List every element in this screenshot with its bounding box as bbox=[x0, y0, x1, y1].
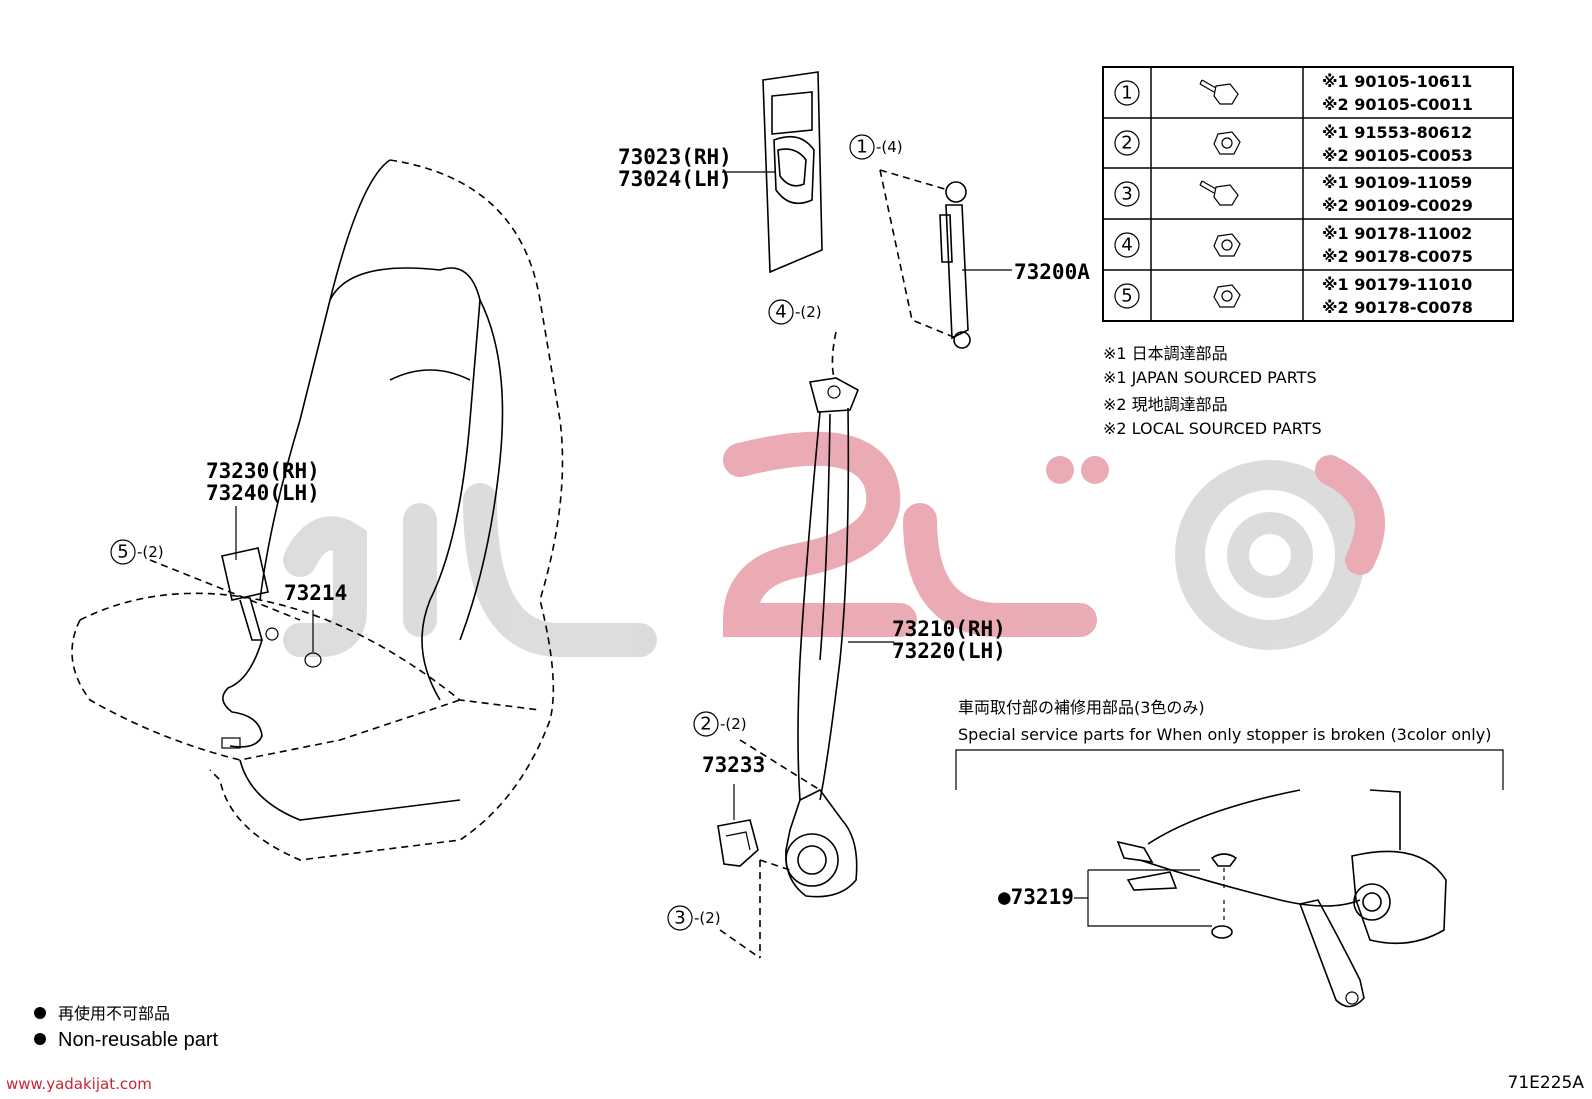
label-leaders bbox=[235, 171, 1012, 820]
bullet-icon bbox=[34, 1033, 46, 1045]
svg-text:※1 JAPAN SOURCED PARTS: ※1 JAPAN SOURCED PARTS bbox=[1103, 368, 1317, 387]
svg-text:5: 5 bbox=[1121, 286, 1132, 307]
label-73240: 73240(LH) bbox=[206, 481, 320, 505]
svg-text:3: 3 bbox=[674, 908, 685, 929]
svg-text:2: 2 bbox=[1121, 133, 1132, 154]
svg-text:4: 4 bbox=[775, 302, 786, 323]
svg-text:-(2): -(2) bbox=[795, 303, 822, 321]
table-row: 4 ※1 90178-11002 ※2 90178-C0075 bbox=[1114, 224, 1473, 266]
watermark-logo bbox=[283, 431, 1385, 657]
anchor-rail bbox=[879, 169, 971, 349]
svg-text:4: 4 bbox=[1121, 235, 1132, 256]
buckle-assembly bbox=[221, 547, 322, 749]
legend: 再使用不可部品 Non-reusable part bbox=[34, 1004, 219, 1051]
svg-text:※1 90178-11002: ※1 90178-11002 bbox=[1322, 224, 1472, 243]
nut-icon bbox=[1213, 131, 1241, 155]
svg-text:-(2): -(2) bbox=[720, 715, 747, 733]
service-title-jp: 車両取付部の補修用部品(3色のみ) bbox=[958, 698, 1205, 717]
website-link[interactable]: www.yadakijat.com bbox=[6, 1075, 152, 1093]
nut-icon bbox=[1213, 233, 1241, 257]
label-73210: 73210(RH) bbox=[892, 617, 1006, 641]
label-73023: 73023(RH) bbox=[618, 145, 732, 169]
svg-text:1: 1 bbox=[1121, 83, 1132, 104]
table-row: 1 ※1 90105-10611 ※2 90105-C0011 bbox=[1114, 72, 1473, 114]
svg-text:1: 1 bbox=[856, 137, 867, 158]
service-title-en: Special service parts for When only stop… bbox=[958, 725, 1491, 744]
callout-4: 4 -(2) bbox=[768, 299, 822, 325]
legend-en: Non-reusable part bbox=[58, 1029, 219, 1051]
callout-1: 1 -(4) bbox=[849, 134, 903, 160]
label-73200a: 73200A bbox=[1014, 260, 1090, 284]
svg-text:※1 90109-11059: ※1 90109-11059 bbox=[1322, 173, 1472, 192]
svg-text:-(2): -(2) bbox=[137, 543, 164, 561]
svg-text:※2 90109-C0029: ※2 90109-C0029 bbox=[1322, 196, 1473, 215]
table-row: 2 ※1 91553-80612 ※2 90105-C0053 bbox=[1114, 123, 1473, 165]
label-73233: 73233 bbox=[702, 753, 765, 777]
seat-outline bbox=[71, 159, 564, 861]
label-73230: 73230(RH) bbox=[206, 459, 320, 483]
svg-text:※2 90105-C0053: ※2 90105-C0053 bbox=[1322, 146, 1473, 165]
table-row: 5 ※1 90179-11010 ※2 90178-C0078 bbox=[1114, 275, 1473, 317]
svg-text:※2 現地調達部品: ※2 現地調達部品 bbox=[1103, 395, 1228, 414]
callout-2: 2 -(2) bbox=[693, 711, 747, 737]
bolt-icon bbox=[1199, 180, 1239, 206]
callout-5: 5 -(2) bbox=[110, 539, 164, 565]
svg-text:-(4): -(4) bbox=[876, 138, 903, 156]
svg-text:2: 2 bbox=[700, 714, 711, 735]
diagram-code: 71E225A bbox=[1507, 1073, 1584, 1093]
svg-text:5: 5 bbox=[117, 542, 128, 563]
svg-text:※2 90178-C0078: ※2 90178-C0078 bbox=[1322, 298, 1473, 317]
upper-pillar-cover bbox=[762, 71, 823, 274]
small-cover bbox=[717, 819, 759, 867]
bullet-icon bbox=[34, 1007, 46, 1019]
label-73219: ●73219 bbox=[998, 885, 1074, 909]
svg-text:※1 91553-80612: ※1 91553-80612 bbox=[1322, 123, 1472, 142]
service-parts-section: 車両取付部の補修用部品(3色のみ) Special service parts … bbox=[955, 698, 1504, 1008]
label-73024: 73024(LH) bbox=[618, 167, 732, 191]
svg-text:※2 90178-C0075: ※2 90178-C0075 bbox=[1322, 247, 1473, 266]
label-73214: 73214 bbox=[284, 581, 347, 605]
svg-text:※1 90105-10611: ※1 90105-10611 bbox=[1322, 72, 1472, 91]
nut-icon bbox=[1213, 284, 1241, 308]
svg-text:※2 90105-C0011: ※2 90105-C0011 bbox=[1322, 95, 1473, 114]
svg-text:-(2): -(2) bbox=[694, 909, 721, 927]
fastener-table: 1 ※1 90105-10611 ※2 90105-C0011 2 ※1 915… bbox=[1102, 66, 1514, 322]
svg-text:3: 3 bbox=[1121, 184, 1132, 205]
label-73220: 73220(LH) bbox=[892, 639, 1006, 663]
part-labels: 73023(RH) 73024(LH) 73200A 73230(RH) 732… bbox=[206, 145, 1090, 909]
legend-jp: 再使用不可部品 bbox=[58, 1004, 170, 1023]
svg-text:※1 90179-11010: ※1 90179-11010 bbox=[1322, 275, 1472, 294]
bolt-icon bbox=[1199, 79, 1239, 105]
svg-text:※1 日本調達部品: ※1 日本調達部品 bbox=[1103, 344, 1228, 363]
svg-text:※2 LOCAL SOURCED PARTS: ※2 LOCAL SOURCED PARTS bbox=[1103, 419, 1322, 438]
fastener-leaders bbox=[149, 559, 821, 959]
sourcing-notes: ※1 日本調達部品 ※1 JAPAN SOURCED PARTS ※2 現地調達… bbox=[1103, 344, 1322, 438]
table-row: 3 ※1 90109-11059 ※2 90109-C0029 bbox=[1114, 173, 1473, 215]
callout-3: 3 -(2) bbox=[667, 905, 721, 931]
